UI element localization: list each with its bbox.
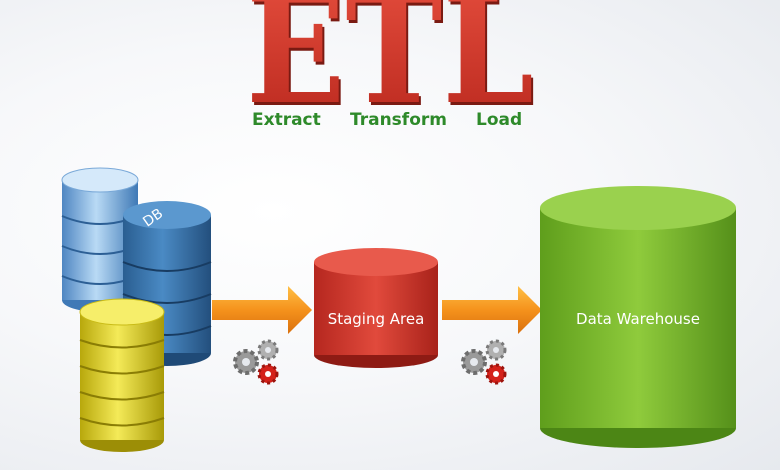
etl-title-text: ETL xyxy=(246,0,534,124)
staging-area-cylinder xyxy=(314,248,438,368)
stage-label-load: Load xyxy=(476,110,523,130)
yellow-database-icon xyxy=(79,298,165,452)
etl-title-shadow: ETL xyxy=(248,0,536,124)
etl-title: ETL ETL xyxy=(246,0,536,124)
arrow-right-icon xyxy=(212,286,312,334)
gears-icon-2 xyxy=(461,339,507,385)
stage-label-extract: Extract xyxy=(252,110,321,130)
data-warehouse-cylinder xyxy=(540,186,736,448)
gears-icon xyxy=(233,339,279,385)
data-warehouse-label: Data Warehouse xyxy=(576,310,700,328)
stage-label-transform: Transform xyxy=(350,110,447,130)
arrow-right-icon-2 xyxy=(442,286,542,334)
staging-area-label: Staging Area xyxy=(327,310,425,328)
